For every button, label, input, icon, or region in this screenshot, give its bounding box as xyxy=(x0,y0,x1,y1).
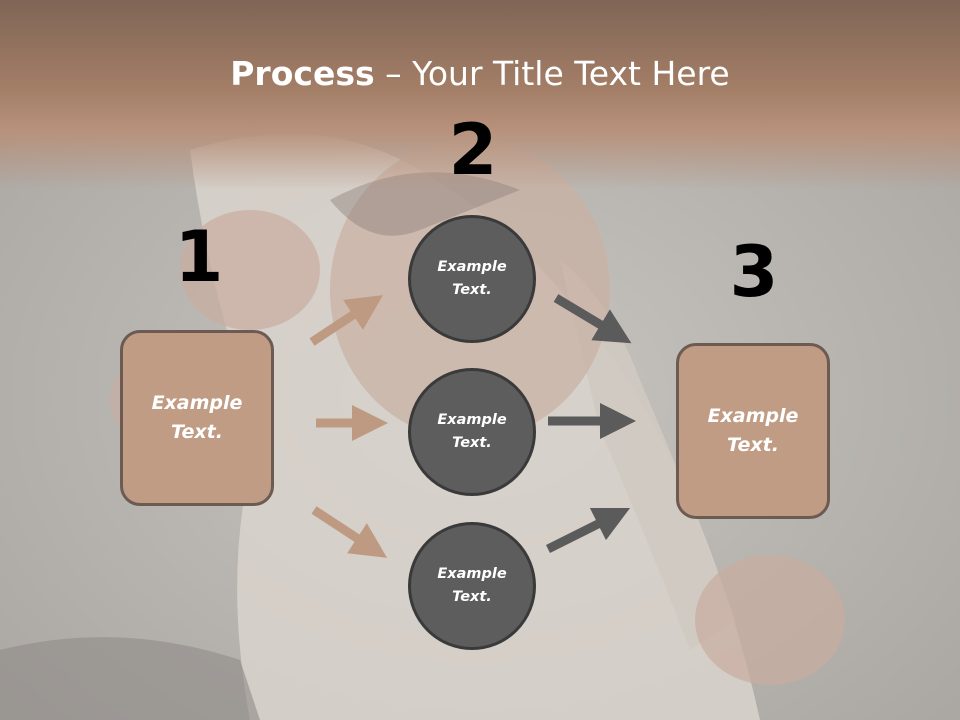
step2-circle-top[interactable]: Example Text. xyxy=(408,215,536,343)
step1-box-text: Example Text. xyxy=(151,392,243,443)
arrow-to-step2-top xyxy=(309,295,384,346)
title-bold: Process xyxy=(230,54,375,93)
arrow-to-step3-top xyxy=(553,294,632,344)
step2-circle-middle[interactable]: Example Text. xyxy=(408,368,536,496)
step3-box-text: Example Text. xyxy=(707,405,799,456)
arrow-to-step2-bottom xyxy=(311,506,388,558)
step3-box[interactable]: Example Text. xyxy=(676,343,830,519)
step-number-2: 2 xyxy=(448,109,498,191)
step2-circle-bottom-text: Example Text. xyxy=(437,566,507,605)
step-number-1: 1 xyxy=(174,216,224,298)
step2-circle-top-text: Example Text. xyxy=(437,259,507,298)
title-rest: Your Title Text Here xyxy=(412,54,730,93)
title-separator: – xyxy=(374,54,413,93)
slide-title[interactable]: Process – Your Title Text Here xyxy=(0,52,960,96)
step2-circle-middle-text: Example Text. xyxy=(437,412,507,451)
title-banner xyxy=(0,0,960,190)
arrow-to-step3-bottom xyxy=(545,507,631,554)
step2-circle-bottom[interactable]: Example Text. xyxy=(408,522,536,650)
step-number-3: 3 xyxy=(729,231,779,313)
step1-box[interactable]: Example Text. xyxy=(120,330,274,506)
